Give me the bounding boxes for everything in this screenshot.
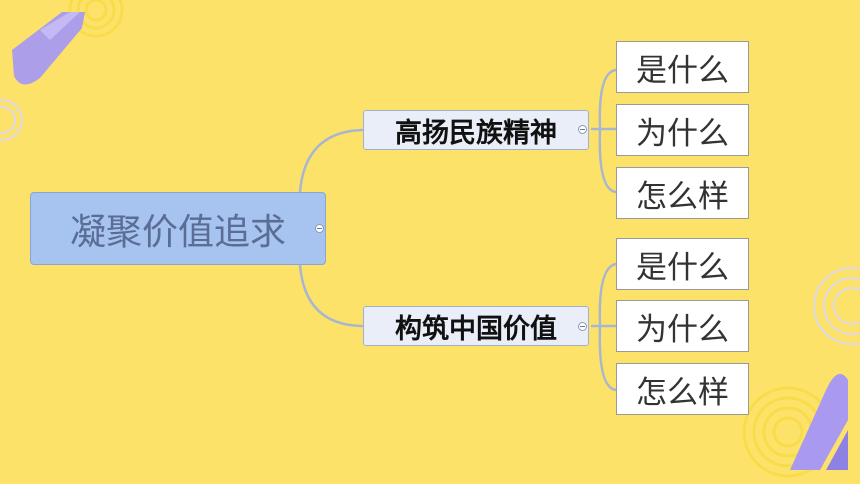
bottom-right-brush (790, 373, 848, 470)
root-node[interactable]: 凝聚价值追求 (30, 192, 326, 265)
top-left-brush (12, 12, 85, 85)
branch-node-2[interactable]: 构筑中国价值 (363, 306, 589, 346)
leaf-node-label: 为什么 (636, 115, 729, 152)
leaf-node-2-1[interactable]: 是什么 (616, 238, 749, 290)
leaf-node-label: 怎么样 (636, 374, 729, 411)
branch-node-2-label: 构筑中国价值 (395, 313, 557, 345)
branch-node-1-label: 高扬民族精神 (395, 117, 557, 149)
branch-node-1[interactable]: 高扬民族精神 (363, 110, 589, 150)
leaf-node-label: 怎么样 (636, 178, 729, 215)
leaf-node-label: 为什么 (636, 311, 729, 348)
leaf-node-label: 是什么 (636, 52, 729, 89)
leaf-node-label: 是什么 (636, 249, 729, 286)
top-left-rings (68, 0, 124, 38)
leaf-node-2-2[interactable]: 为什么 (616, 300, 749, 352)
leaf-node-1-2[interactable]: 为什么 (616, 104, 749, 156)
branch-2-collapse-toggle[interactable] (578, 322, 587, 331)
root-collapse-toggle[interactable] (315, 224, 324, 233)
leaf-node-1-1[interactable]: 是什么 (616, 41, 749, 93)
leaf-node-2-3[interactable]: 怎么样 (616, 363, 749, 415)
leaf-node-1-3[interactable]: 怎么样 (616, 167, 749, 219)
root-node-label: 凝聚价值追求 (69, 211, 286, 253)
branch-1-collapse-toggle[interactable] (578, 125, 587, 134)
